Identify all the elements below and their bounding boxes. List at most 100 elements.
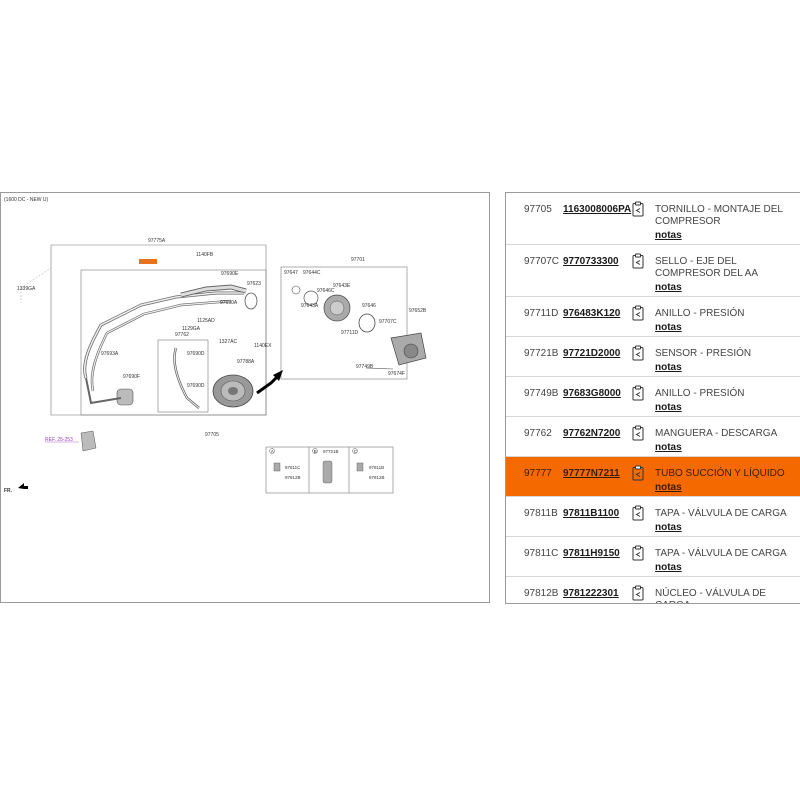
- notes-link[interactable]: notas: [655, 282, 682, 293]
- notes-link[interactable]: notas: [655, 482, 682, 493]
- callout[interactable]: 1327AC: [219, 339, 237, 345]
- callout[interactable]: 97652B: [409, 308, 427, 314]
- callout[interactable]: 97644C: [303, 270, 321, 276]
- callout[interactable]: 97721B: [323, 449, 339, 454]
- clipboard-add-icon[interactable]: [632, 345, 644, 361]
- callout[interactable]: 97623: [247, 281, 261, 287]
- clutch-plate[interactable]: [303, 290, 319, 306]
- part-description: TORNILLO - MONTAJE DEL COMPRESOR notas: [655, 204, 797, 242]
- inset-letter-c: C: [354, 449, 358, 454]
- part-row[interactable]: 97812B 9781222301 NÚCLEO - VÁLVULA DE CA…: [506, 577, 800, 603]
- front-label: FR.: [4, 488, 13, 494]
- part-description: TAPA - VÁLVULA DE CARGA notas: [655, 508, 797, 534]
- part-row[interactable]: 97711D 976483K120 ANILLO - PRESIÓN notas: [506, 297, 800, 337]
- part-number-link[interactable]: 1163008006PA: [563, 204, 632, 215]
- part-number-link[interactable]: 97683G8000: [563, 388, 621, 399]
- callout[interactable]: 97762: [175, 332, 189, 338]
- notes-link[interactable]: notas: [655, 402, 682, 413]
- part-description: MANGUERA - DESCARGA notas: [655, 428, 797, 454]
- part-ref: 97762: [524, 428, 552, 439]
- part-row[interactable]: 97811B 97811B1100 TAPA - VÁLVULA DE CARG…: [506, 497, 800, 537]
- callout[interactable]: 97690F: [123, 374, 140, 380]
- callout[interactable]: 97701: [351, 257, 365, 263]
- bracket: [80, 430, 97, 452]
- parts-list-panel[interactable]: 97705 1163008006PA TORNILLO - MONTAJE DE…: [505, 192, 800, 604]
- part-row[interactable]: 97749B 97683G8000 ANILLO - PRESIÓN notas: [506, 377, 800, 417]
- inset-letter-a: A: [271, 449, 274, 454]
- part-row[interactable]: 97762 97762N7200 MANGUERA - DESCARGA not…: [506, 417, 800, 457]
- callout[interactable]: 97643A: [301, 303, 319, 309]
- part-description: NÚCLEO - VÁLVULA DE CARGA notas: [655, 588, 797, 603]
- callout[interactable]: 97707C: [379, 319, 397, 325]
- callout[interactable]: 97811B: [369, 465, 384, 470]
- part-row[interactable]: 97705 1163008006PA TORNILLO - MONTAJE DE…: [506, 193, 800, 245]
- callout[interactable]: 97711D: [341, 330, 359, 336]
- liquid-pipe[interactable]: [90, 299, 232, 392]
- part-description: TAPA - VÁLVULA DE CARGA notas: [655, 548, 797, 574]
- callout[interactable]: 97749B: [356, 364, 374, 370]
- part-row[interactable]: 97707C 9770733300 SELLO - EJE DEL COMPRE…: [506, 245, 800, 297]
- clipboard-add-icon[interactable]: [632, 505, 644, 521]
- part-number-link[interactable]: 97762N7200: [563, 428, 621, 439]
- part-description-text: SENSOR - PRESIÓN: [655, 348, 752, 359]
- clipboard-add-icon[interactable]: [632, 425, 644, 441]
- clipboard-add-icon[interactable]: [632, 545, 644, 561]
- callout[interactable]: 97788A: [237, 359, 255, 365]
- part-number-link[interactable]: 9770733300: [563, 256, 619, 267]
- callout[interactable]: 97693A: [101, 351, 119, 357]
- part-description-text: MANGUERA - DESCARGA: [655, 428, 778, 439]
- notes-link[interactable]: notas: [655, 322, 682, 333]
- part-number-link[interactable]: 976483K120: [563, 308, 621, 319]
- part-row[interactable]: 97721B 97721D2000 SENSOR - PRESIÓN notas: [506, 337, 800, 377]
- callout[interactable]: 97646C: [317, 288, 335, 294]
- notes-link[interactable]: notas: [655, 562, 682, 573]
- clipboard-add-icon[interactable]: [632, 201, 644, 217]
- callout[interactable]: 1339GA: [17, 286, 36, 292]
- callout[interactable]: 97811C: [285, 465, 301, 470]
- diagram-header: (1600 DC - NEW U): [4, 197, 49, 203]
- callout[interactable]: 97643E: [333, 283, 351, 289]
- charge-valve-97690F[interactable]: [116, 388, 134, 406]
- part-number-link[interactable]: 9781222301: [563, 588, 619, 599]
- callout[interactable]: 1140EX: [254, 343, 272, 349]
- compressor-detail-box: [280, 266, 408, 380]
- part-description-text: ANILLO - PRESIÓN: [655, 388, 745, 399]
- callout[interactable]: 97646: [362, 303, 376, 309]
- callout[interactable]: 97690D: [187, 351, 205, 357]
- clipboard-add-icon[interactable]: [632, 585, 644, 601]
- clipboard-add-icon[interactable]: [632, 305, 644, 321]
- callout[interactable]: 97812B: [369, 475, 385, 480]
- part-ref: 97777: [524, 468, 552, 479]
- callout[interactable]: 97812B: [285, 475, 301, 480]
- part-number-link[interactable]: 97777N7211: [563, 468, 620, 479]
- clipboard-add-icon[interactable]: [632, 385, 644, 401]
- callout[interactable]: 97690D: [187, 383, 205, 389]
- notes-link[interactable]: notas: [655, 442, 682, 453]
- notes-link[interactable]: notas: [655, 522, 682, 533]
- clipboard-add-icon[interactable]: [632, 253, 644, 269]
- parts-diagram-panel[interactable]: (1600 DC - NEW U): [0, 192, 490, 603]
- callout[interactable]: 97690A: [220, 300, 238, 306]
- part-number-link[interactable]: 97811H9150: [563, 548, 620, 559]
- callout[interactable]: 97674F: [388, 371, 405, 377]
- notes-link[interactable]: notas: [655, 230, 682, 241]
- notes-link[interactable]: notas: [655, 362, 682, 373]
- callout[interactable]: 97705: [205, 432, 219, 438]
- front-arrow-icon: [18, 483, 28, 489]
- callout[interactable]: 1129GA: [182, 326, 201, 332]
- callout[interactable]: 1140FB: [196, 252, 214, 258]
- part-description: SELLO - EJE DEL COMPRESOR DEL AA notas: [655, 256, 797, 294]
- callout[interactable]: 97775A: [148, 238, 166, 244]
- callout[interactable]: 97690E: [221, 271, 239, 277]
- part-row[interactable]: 97777 97777N7211 TUBO SUCCIÓN Y LÍQUIDO …: [506, 457, 800, 497]
- fitting-97623[interactable]: [244, 292, 258, 310]
- ref-label[interactable]: REF. 25-253: [45, 437, 73, 443]
- coil[interactable]: [358, 313, 376, 333]
- parts-diagram[interactable]: (1600 DC - NEW U): [1, 193, 490, 603]
- part-number-link[interactable]: 97721D2000: [563, 348, 621, 359]
- callout[interactable]: 97647: [284, 270, 298, 276]
- part-number-link[interactable]: 97811B1100: [563, 508, 620, 519]
- callout[interactable]: 1125AD: [197, 318, 215, 324]
- clipboard-add-icon[interactable]: [632, 465, 644, 481]
- part-row[interactable]: 97811C 97811H9150 TAPA - VÁLVULA DE CARG…: [506, 537, 800, 577]
